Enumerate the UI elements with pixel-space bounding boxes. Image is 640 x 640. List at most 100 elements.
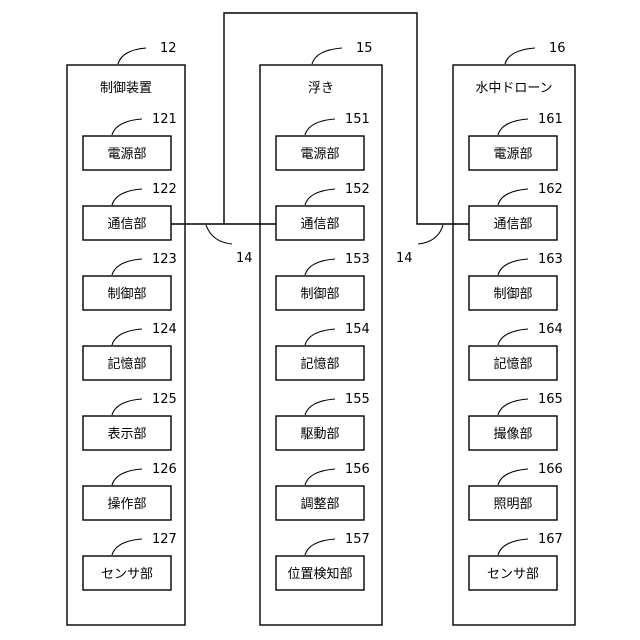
ref-leader [418, 225, 443, 244]
unit-label: 電源部 [300, 147, 339, 162]
unit-label: 電源部 [493, 147, 532, 162]
unit-power: 電源部 121 [83, 112, 177, 170]
unit-imaging: 撮像部 165 [469, 392, 563, 450]
ref-leader [498, 119, 528, 135]
unit-ref-number: 165 [538, 392, 563, 407]
cable-controller-to-drone: 14 [224, 13, 469, 266]
unit-control: 制御部 163 [469, 252, 563, 310]
unit-label: 電源部 [107, 147, 146, 162]
ref-leader [305, 189, 335, 205]
unit-ref-number: 126 [152, 462, 177, 477]
ref-leader [112, 259, 142, 275]
unit-label: 操作部 [107, 496, 146, 512]
unit-communication: 通信部 152 [276, 182, 370, 240]
unit-label: 制御部 [107, 287, 146, 302]
unit-storage: 記憶部 154 [276, 322, 370, 380]
unit-drive: 駆動部 155 [276, 392, 370, 450]
unit-storage: 記憶部 164 [469, 322, 563, 380]
unit-sensor: センサ部 127 [83, 532, 177, 590]
ref-leader [112, 189, 142, 205]
unit-adjustment: 調整部 156 [276, 462, 370, 520]
unit-operation: 操作部 126 [83, 462, 177, 520]
ref-leader [498, 539, 528, 555]
unit-label: 記憶部 [107, 356, 146, 372]
unit-communication: 通信部 122 [83, 182, 177, 240]
ref-leader [112, 399, 142, 415]
device-ref-number: 15 [356, 41, 373, 56]
unit-ref-number: 156 [345, 462, 370, 477]
device-ref-number: 12 [160, 41, 177, 56]
unit-ref-number: 154 [345, 322, 370, 337]
unit-power: 電源部 151 [276, 112, 370, 170]
unit-ref-number: 121 [152, 112, 177, 127]
ref-leader [505, 48, 535, 64]
unit-display: 表示部 125 [83, 392, 177, 450]
ref-leader [112, 469, 142, 485]
device-float: 15 浮き 電源部 151 通信部 152 制御部 153 記憶部 154 [260, 41, 382, 625]
ref-leader [498, 329, 528, 345]
ref-leader [112, 539, 142, 555]
unit-label: センサ部 [487, 567, 539, 582]
unit-communication: 通信部 162 [469, 182, 563, 240]
unit-ref-number: 123 [152, 252, 177, 267]
device-underwater-drone: 16 水中ドローン 電源部 161 通信部 162 制御部 163 記憶部 16… [453, 41, 575, 625]
ref-leader [498, 189, 528, 205]
unit-ref-number: 161 [538, 112, 563, 127]
unit-label: 照明部 [493, 497, 532, 512]
ref-leader [305, 399, 335, 415]
unit-label: センサ部 [101, 567, 153, 582]
ref-leader [498, 259, 528, 275]
unit-ref-number: 166 [538, 462, 563, 477]
device-title: 水中ドローン [475, 81, 552, 96]
unit-ref-number: 157 [345, 532, 370, 547]
unit-label: 通信部 [493, 217, 532, 232]
unit-label: 通信部 [300, 217, 339, 232]
unit-ref-number: 163 [538, 252, 563, 267]
cable-ref-number: 14 [236, 251, 253, 266]
ref-leader [498, 399, 528, 415]
unit-control: 制御部 123 [83, 252, 177, 310]
device-title: 制御装置 [100, 81, 152, 96]
ref-leader [206, 225, 232, 244]
ref-leader [118, 48, 146, 64]
unit-label: 制御部 [300, 287, 339, 302]
unit-control: 制御部 153 [276, 252, 370, 310]
unit-ref-number: 127 [152, 532, 177, 547]
unit-ref-number: 125 [152, 392, 177, 407]
unit-position-detection: 位置検知部 157 [276, 532, 370, 590]
unit-label: 表示部 [107, 427, 146, 442]
ref-leader [305, 469, 335, 485]
unit-ref-number: 122 [152, 182, 177, 197]
ref-leader [312, 48, 342, 64]
unit-storage: 記憶部 124 [83, 322, 177, 380]
unit-label: 位置検知部 [287, 566, 352, 582]
unit-ref-number: 155 [345, 392, 370, 407]
unit-label: 通信部 [107, 217, 146, 232]
unit-power: 電源部 161 [469, 112, 563, 170]
unit-ref-number: 151 [345, 112, 370, 127]
ref-leader [498, 469, 528, 485]
unit-ref-number: 124 [152, 322, 177, 337]
unit-label: 制御部 [493, 287, 532, 302]
ref-leader [305, 539, 335, 555]
unit-lighting: 照明部 166 [469, 462, 563, 520]
ref-leader [112, 119, 142, 135]
cable-ref-number: 14 [396, 251, 413, 266]
ref-leader [112, 329, 142, 345]
unit-ref-number: 153 [345, 252, 370, 267]
unit-ref-number: 162 [538, 182, 563, 197]
unit-ref-number: 164 [538, 322, 563, 337]
ref-leader [305, 119, 335, 135]
unit-label: 記憶部 [300, 356, 339, 372]
ref-leader [305, 329, 335, 345]
unit-label: 駆動部 [300, 427, 339, 442]
unit-sensor: センサ部 167 [469, 532, 563, 590]
unit-ref-number: 167 [538, 532, 563, 547]
unit-ref-number: 152 [345, 182, 370, 197]
ref-leader [305, 259, 335, 275]
device-title: 浮き [308, 81, 334, 96]
unit-label: 記憶部 [493, 356, 532, 372]
unit-label: 調整部 [300, 497, 339, 512]
device-ref-number: 16 [549, 41, 566, 56]
